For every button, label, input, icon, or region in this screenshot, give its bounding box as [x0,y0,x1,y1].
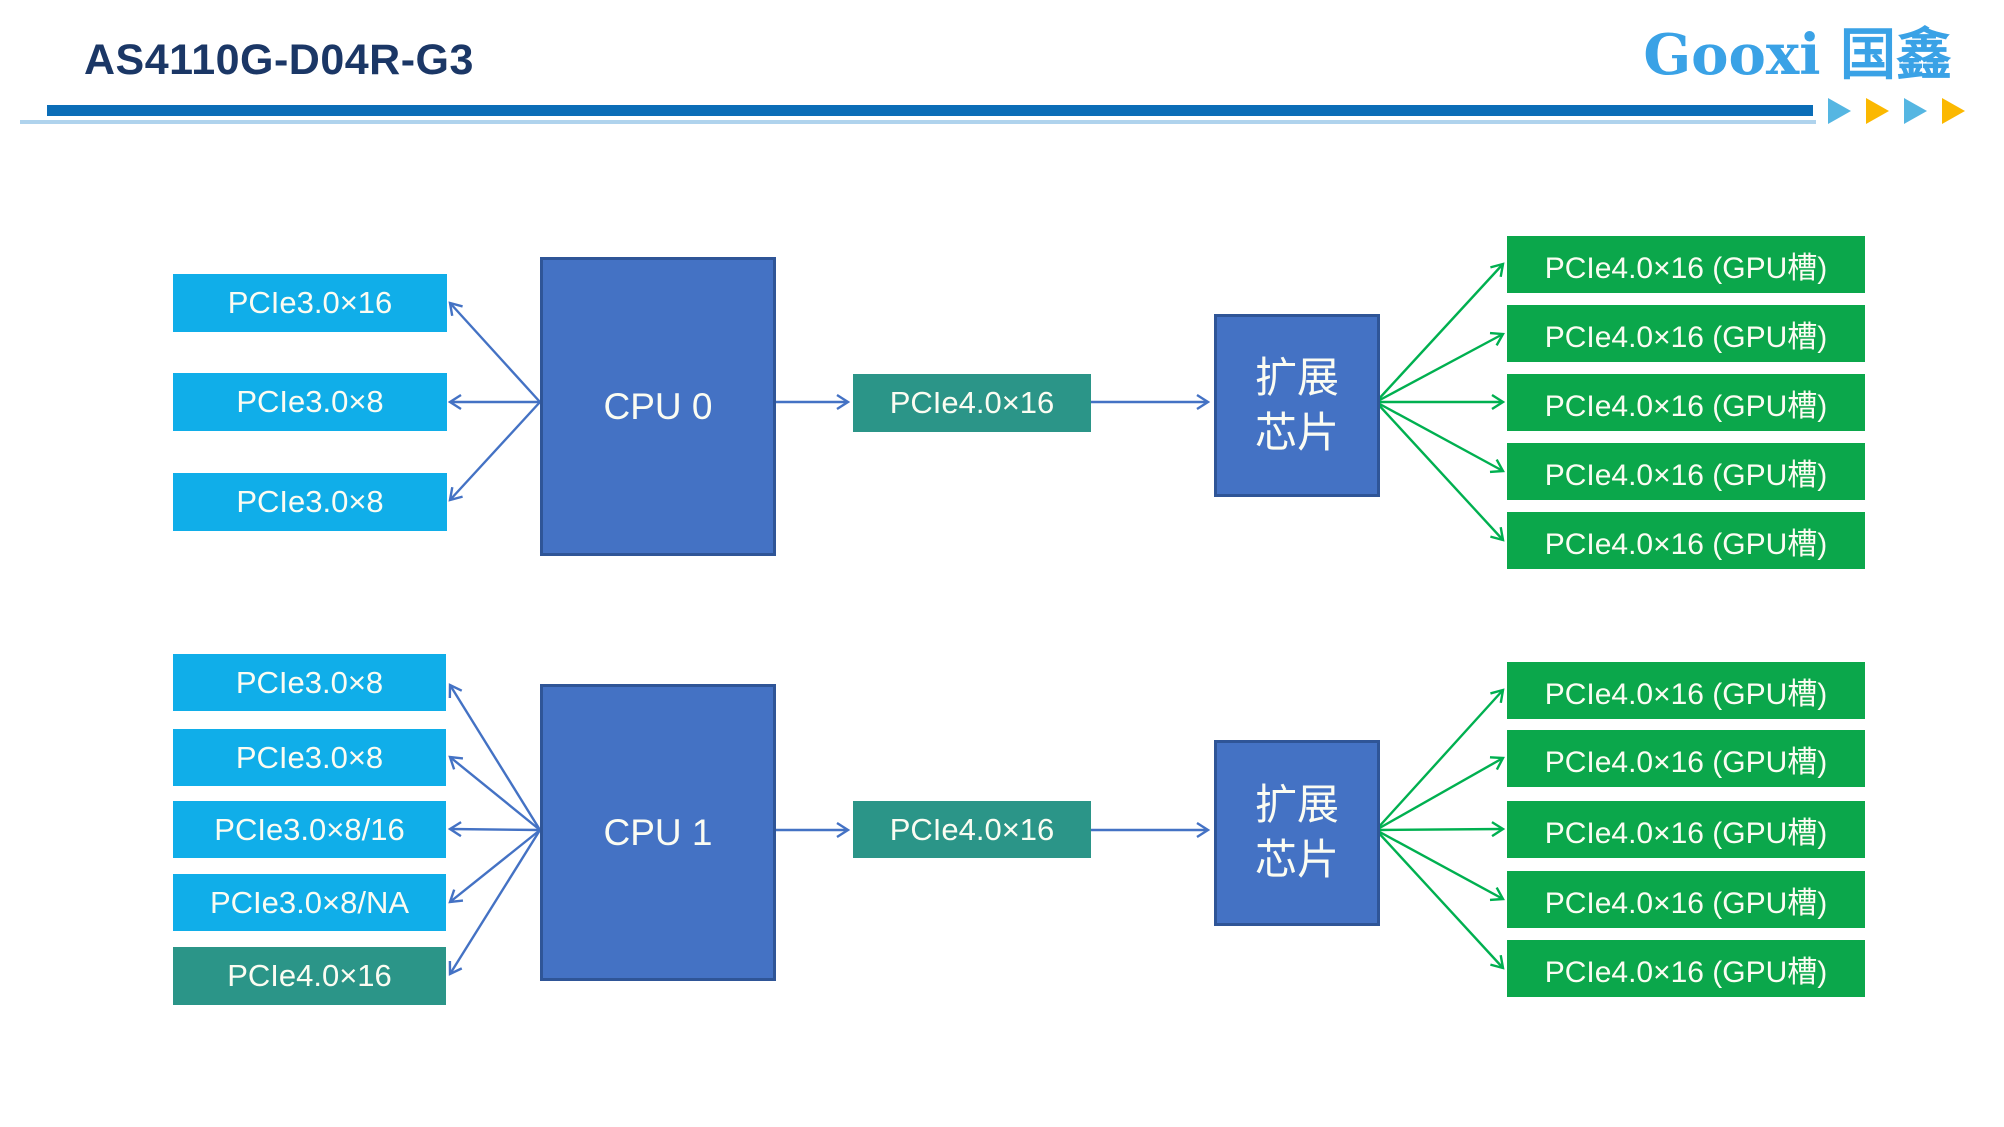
gpu-slot-box: PCIe4.0×16 (GPU槽) [1507,662,1865,719]
pcie-link-box: PCIe4.0×16 [853,801,1091,858]
expander-chip-label-line1: 扩展 [1254,781,1339,829]
pcie-slot-box: PCIe3.0×8 [173,729,446,786]
expander-chip-label-line2: 芯片 [1254,408,1339,456]
gpu-slot-box: PCIe4.0×16 (GPU槽) [1507,871,1865,928]
gpu-slot-box: PCIe4.0×16 (GPU槽) [1507,801,1865,858]
gpu-slot-box: PCIe4.0×16 (GPU槽) [1507,374,1865,431]
decor-triangle-icon [1942,98,1965,124]
header-rule-thin [20,120,1816,124]
pcie-link-box: PCIe4.0×16 [853,374,1091,432]
expander-chip-box: 扩展 芯片 [1214,314,1380,497]
gpu-slot-box: PCIe4.0×16 (GPU槽) [1507,512,1865,569]
header-rule-thick [47,105,1813,116]
pcie-slot-box: PCIe3.0×8 [173,654,446,711]
gpu-slot-box: PCIe4.0×16 (GPU槽) [1507,730,1865,787]
expander-chip-label-line2: 芯片 [1254,836,1339,883]
cpu1-box: CPU 1 [540,684,776,981]
pcie-slot-box: PCIe3.0×8/16 [173,801,446,858]
pcie-slot-box: PCIe3.0×8/NA [173,874,446,931]
gpu-slot-box: PCIe4.0×16 (GPU槽) [1507,236,1865,293]
cpu0-box: CPU 0 [540,257,776,556]
pcie-slot-box: PCIe3.0×16 [173,274,447,332]
decor-triangle-icon [1866,98,1889,124]
decor-triangle-icon [1828,98,1851,124]
gpu-slot-box: PCIe4.0×16 (GPU槽) [1507,305,1865,362]
page-title: AS4110G-D04R-G3 [84,36,474,84]
brand-logo: Gooxi 国鑫 [1643,22,1952,88]
gpu-slot-box: PCIe4.0×16 (GPU槽) [1507,940,1865,997]
pcie-slot-box: PCIe4.0×16 [173,947,446,1005]
pcie-slot-box: PCIe3.0×8 [173,473,447,531]
gpu-slot-box: PCIe4.0×16 (GPU槽) [1507,443,1865,500]
decor-triangle-icon [1904,98,1927,124]
expander-chip-box: 扩展 芯片 [1214,740,1380,926]
expander-chip-label-line1: 扩展 [1254,353,1339,401]
pcie-slot-box: PCIe3.0×8 [173,373,447,431]
